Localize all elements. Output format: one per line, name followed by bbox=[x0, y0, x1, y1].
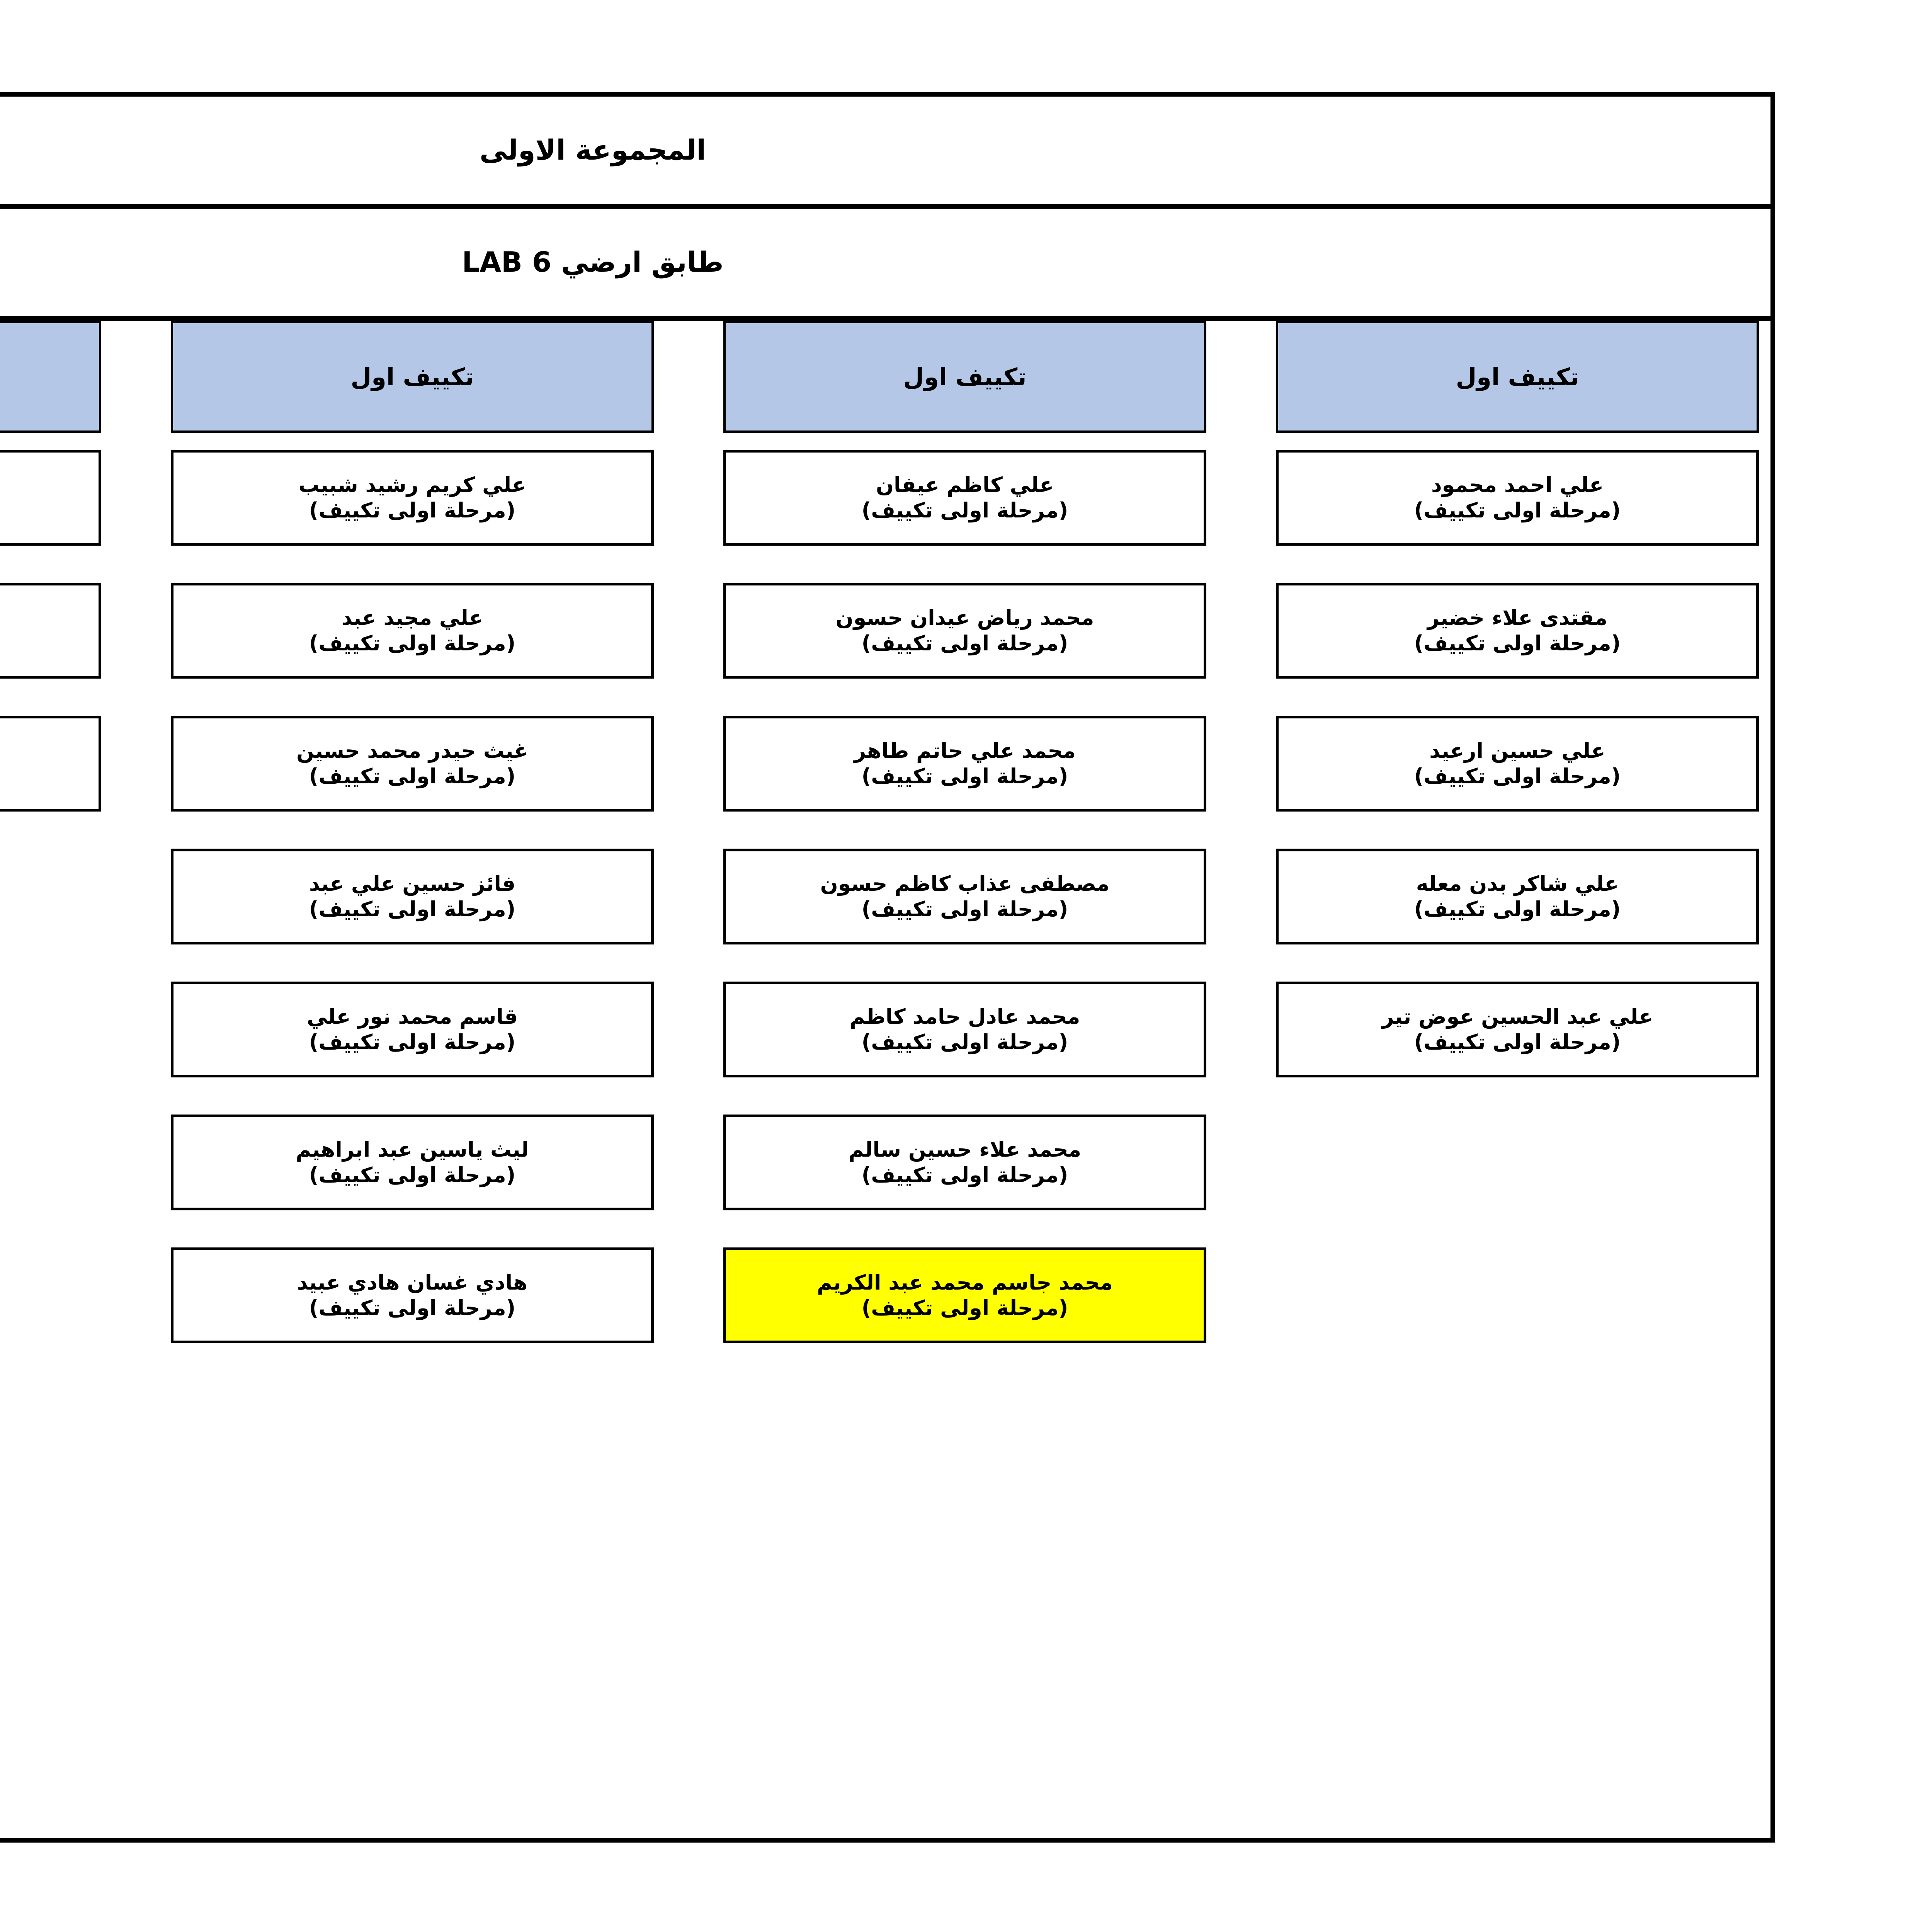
student-name: قاسم محمد نور علي bbox=[306, 1004, 518, 1029]
student-stage: (مرحلة ثالثة تكييف) bbox=[0, 631, 92, 656]
student-stage: (مرحلة اولى تكييف) bbox=[309, 498, 516, 522]
student-cell[interactable]: واثق عباس عبد زيد(مرحلة ثالثة تكييف) bbox=[0, 450, 101, 546]
student-stage: (مرحلة اولى تكييف) bbox=[309, 1296, 516, 1320]
column-header[interactable]: تكييف اول bbox=[171, 321, 654, 433]
student-name: مقتدى علاء خضير bbox=[1427, 606, 1607, 630]
group-title-row: المجموعة الاولى bbox=[0, 97, 1770, 209]
student-name: علي مجيد عبد bbox=[341, 606, 483, 630]
student-stage: (مرحلة اولى تكييف) bbox=[309, 1163, 516, 1187]
assignment-sheet: المجموعة الاولى طابق ارضي LAB 6 تكييف او… bbox=[0, 92, 1775, 1843]
student-name: فائز حسين علي عبد bbox=[309, 871, 516, 896]
student-cell[interactable]: مصطفى عذاب كاظم حسون(مرحلة اولى تكييف) bbox=[723, 849, 1206, 944]
column-header[interactable]: تكييف اول bbox=[723, 321, 1206, 433]
student-stage: (مرحلة اولى تكييف) bbox=[1414, 1030, 1621, 1054]
student-cell[interactable]: علي احمد محمود(مرحلة اولى تكييف) bbox=[1276, 450, 1759, 546]
student-cell[interactable]: محمد علي حاتم طاهر(مرحلة اولى تكييف) bbox=[723, 716, 1206, 812]
student-cell[interactable]: هادي غسان هادي عبيد(مرحلة اولى تكييف) bbox=[171, 1247, 654, 1343]
student-cell[interactable]: يوسف قاسم يوسف علوان(مرحلة ثالثة تكييف) bbox=[0, 583, 101, 679]
student-name: علي شاكر بدن معله bbox=[1416, 871, 1619, 896]
student-stage: (مرحلة اولى تكييف) bbox=[861, 1296, 1068, 1320]
student-stage: (مرحلة اولى تكييف) bbox=[861, 1163, 1068, 1187]
student-stage: (مرحلة اولى تكييف) bbox=[861, 498, 1068, 522]
student-stage: (مرحلة اولى تكييف) bbox=[861, 764, 1068, 788]
student-cell[interactable]: قاسم محمد نور علي(مرحلة اولى تكييف) bbox=[171, 982, 654, 1077]
student-cell[interactable]: محمد علاء حسين سالم(مرحلة اولى تكييف) bbox=[723, 1115, 1206, 1210]
student-name: محمد رياض عيدان حسون bbox=[835, 606, 1094, 630]
student-name: واثق عباس عبد زيد bbox=[0, 472, 92, 498]
student-cell[interactable]: علي عبد الحسين عوض تير(مرحلة اولى تكييف) bbox=[1276, 982, 1759, 1077]
student-cell[interactable]: محمد عادل حامد كاظم(مرحلة اولى تكييف) bbox=[723, 982, 1206, 1077]
student-name: غيث حيدر محمد حسين bbox=[296, 738, 528, 763]
student-name: محمد علاء حسين سالم bbox=[848, 1137, 1082, 1162]
floor-title-row: طابق ارضي LAB 6 bbox=[0, 209, 1770, 321]
column-header[interactable]: تكييف ثالث bbox=[0, 321, 101, 433]
student-stage: (مرحلة اولى تكييف) bbox=[861, 631, 1068, 655]
student-stage: (مرحلة اولى تكييف) bbox=[309, 1030, 516, 1054]
student-name: عمار ميسر bbox=[0, 738, 92, 764]
student-stage: (مرحلة اولى تكييف) bbox=[309, 897, 516, 921]
floor-title: طابق ارضي LAB 6 bbox=[462, 246, 724, 279]
student-stage: (مرحلة اولى تكييف) bbox=[1414, 631, 1621, 655]
student-cell[interactable]: علي كريم رشيد شبيب(مرحلة اولى تكييف) bbox=[171, 450, 654, 546]
student-cell[interactable]: علي مجيد عبد(مرحلة اولى تكييف) bbox=[171, 583, 654, 679]
student-cell[interactable]: غيث حيدر محمد حسين(مرحلة اولى تكييف) bbox=[171, 716, 654, 812]
student-stage: (مرحلة اولى تكييف) bbox=[1414, 897, 1621, 921]
student-name: ليث ياسين عبد ابراهيم bbox=[296, 1137, 529, 1162]
student-name: يوسف قاسم يوسف علوان bbox=[0, 605, 92, 631]
student-name: علي كاظم عيفان bbox=[876, 473, 1054, 497]
unit-column: تكييف ثالثواثق عباس عبد زيد(مرحلة ثالثة … bbox=[0, 321, 101, 849]
student-name: هادي غسان هادي عبيد bbox=[297, 1270, 528, 1295]
student-cell[interactable]: ليث ياسين عبد ابراهيم(مرحلة اولى تكييف) bbox=[171, 1115, 654, 1210]
student-cell-highlighted[interactable]: محمد جاسم محمد عبد الكريم(مرحلة اولى تكي… bbox=[723, 1247, 1206, 1343]
student-name: علي كريم رشيد شبيب bbox=[298, 473, 526, 497]
student-stage: (مرحلة اولى تكييف) bbox=[1414, 498, 1621, 522]
student-stage: (مرحلة اولى تكييف) bbox=[861, 897, 1068, 921]
student-name: محمد جاسم محمد عبد الكريم bbox=[817, 1270, 1113, 1295]
column-header[interactable]: تكييف اول bbox=[1276, 321, 1759, 433]
student-cell[interactable]: عمار ميسر(مرحلة ثالثة تكييف) bbox=[0, 716, 101, 812]
student-cell[interactable]: علي حسين ارعيد(مرحلة اولى تكييف) bbox=[1276, 716, 1759, 812]
student-name: محمد علي حاتم طاهر bbox=[854, 738, 1076, 763]
student-cell[interactable]: فائز حسين علي عبد(مرحلة اولى تكييف) bbox=[171, 849, 654, 944]
student-name: محمد عادل حامد كاظم bbox=[849, 1004, 1080, 1029]
student-name: مصطفى عذاب كاظم حسون bbox=[820, 871, 1110, 896]
group-title: المجموعة الاولى bbox=[479, 134, 706, 167]
student-cell[interactable]: علي كاظم عيفان(مرحلة اولى تكييف) bbox=[723, 450, 1206, 546]
student-stage: (مرحلة ثالثة تكييف) bbox=[0, 498, 92, 523]
student-name: علي عبد الحسين عوض تير bbox=[1382, 1004, 1653, 1029]
student-name: علي احمد محمود bbox=[1431, 473, 1604, 497]
student-stage: (مرحلة اولى تكييف) bbox=[1414, 764, 1621, 788]
student-stage: (مرحلة اولى تكييف) bbox=[861, 1030, 1068, 1054]
student-cell[interactable]: علي شاكر بدن معله(مرحلة اولى تكييف) bbox=[1276, 849, 1759, 944]
student-cell[interactable]: مقتدى علاء خضير(مرحلة اولى تكييف) bbox=[1276, 583, 1759, 679]
student-cell[interactable]: محمد رياض عيدان حسون(مرحلة اولى تكييف) bbox=[723, 583, 1206, 679]
student-stage: (مرحلة اولى تكييف) bbox=[309, 631, 516, 655]
student-name: علي حسين ارعيد bbox=[1429, 738, 1605, 763]
student-stage: (مرحلة ثالثة تكييف) bbox=[0, 764, 92, 789]
student-stage: (مرحلة اولى تكييف) bbox=[309, 764, 516, 788]
